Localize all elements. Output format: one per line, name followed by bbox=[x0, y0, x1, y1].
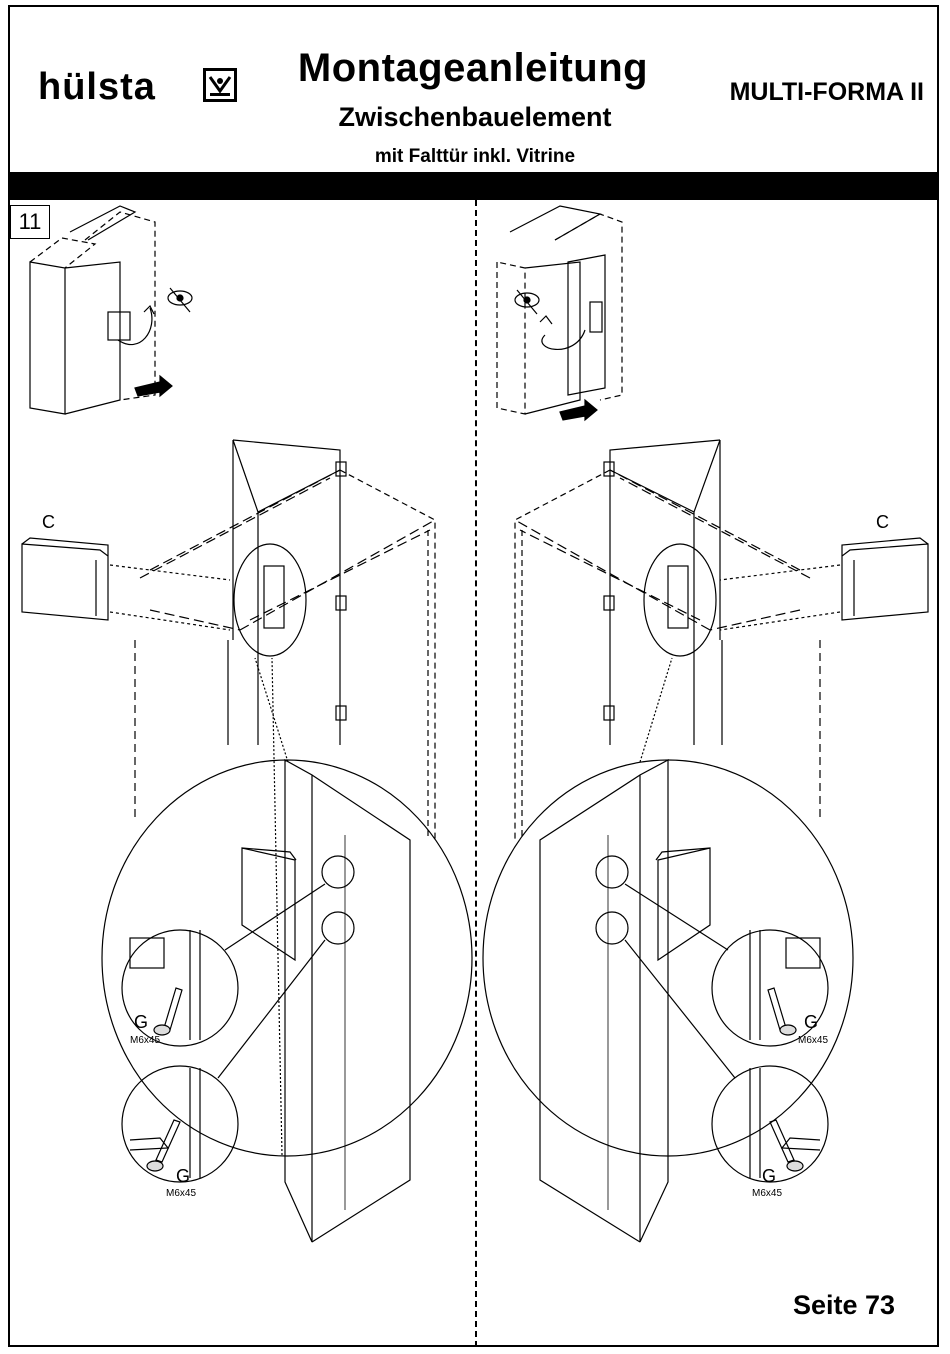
part-label-c-right: C bbox=[876, 512, 889, 533]
right-zoom-detail bbox=[483, 658, 853, 1242]
screw-label-left-upper: G bbox=[134, 1012, 148, 1033]
part-label-c-left: C bbox=[42, 512, 55, 533]
screw-label-right-upper: G bbox=[804, 1012, 818, 1033]
screw-size-left-upper: M6x45 bbox=[130, 1035, 160, 1046]
left-overview-cabinet bbox=[30, 206, 172, 414]
screw-size-right-lower: M6x45 bbox=[752, 1188, 782, 1199]
right-overview-cabinet bbox=[497, 206, 622, 420]
left-zoom-detail bbox=[102, 658, 472, 1242]
screw-size-right-upper: M6x45 bbox=[798, 1035, 828, 1046]
eye-icon-right bbox=[515, 290, 539, 314]
right-main-assembly bbox=[515, 440, 928, 840]
screw-label-left-lower: G bbox=[176, 1166, 190, 1187]
page-number: Seite 73 bbox=[793, 1290, 895, 1321]
eye-icon-left bbox=[168, 288, 192, 312]
screw-size-left-lower: M6x45 bbox=[166, 1188, 196, 1199]
left-main-assembly bbox=[22, 440, 435, 840]
screw-label-right-lower: G bbox=[762, 1166, 776, 1187]
